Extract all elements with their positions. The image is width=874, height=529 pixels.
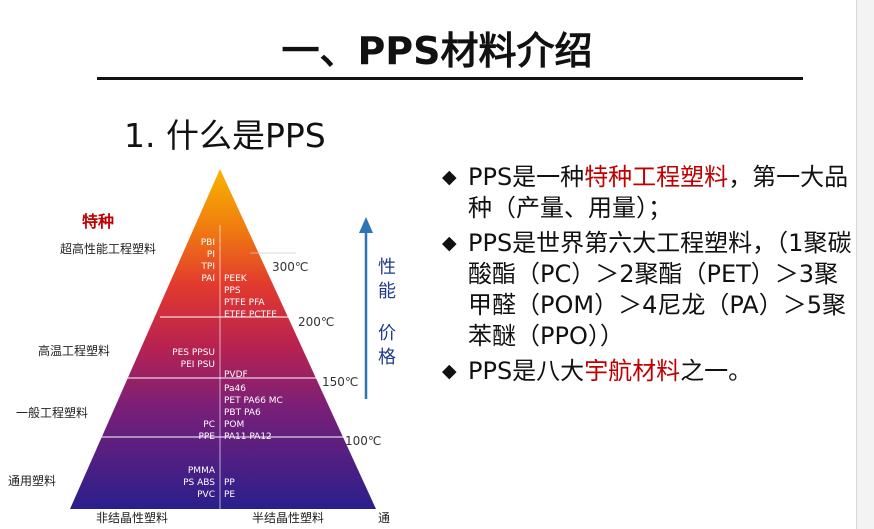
bullet-list: ◆ PPS是一种特种工程塑料，第一大品种（产量、用量）； ◆ PPS是世界第六大… bbox=[442, 162, 862, 391]
material-label: PPE bbox=[198, 432, 215, 442]
plastics-pyramid-diagram: 300℃ 200℃ 150℃ 100℃ 特种 超高性能工程塑料 高温工程塑料 一… bbox=[8, 169, 396, 525]
highlight-text: 特种工程塑料 bbox=[584, 163, 729, 191]
arrow-label: 性 bbox=[378, 257, 396, 278]
material-label: PVC bbox=[197, 490, 215, 500]
material-label: PS ABS bbox=[183, 478, 215, 488]
category-label: 超高性能工程塑料 bbox=[60, 241, 156, 256]
temp-label: 150℃ bbox=[322, 375, 358, 389]
material-label: PEI PSU bbox=[181, 360, 215, 370]
category-label: 高温工程塑料 bbox=[38, 343, 110, 358]
bullet-text: PPS是世界第六大工程塑料，（1聚碳酸酯（PC）＞2聚酯（PET）＞3聚甲醛（P… bbox=[468, 229, 852, 350]
material-label: PET PA66 MC bbox=[224, 396, 283, 406]
material-label: PI bbox=[207, 250, 215, 260]
temp-label: 100℃ bbox=[345, 434, 381, 448]
material-label: PP bbox=[224, 478, 235, 488]
bottom-left-label: 非结晶性塑料 bbox=[96, 510, 168, 525]
slide-subtitle: 1. 什么是PPS bbox=[124, 116, 326, 155]
material-label: PVDF bbox=[224, 370, 248, 380]
material-label: PBT PA6 bbox=[224, 408, 261, 418]
material-label: PMMA bbox=[188, 466, 216, 476]
material-label: PPS bbox=[224, 286, 241, 296]
bullet-text: PPS是八大宇航材料之一。 bbox=[468, 357, 753, 385]
highlight-text: 宇航材料 bbox=[584, 357, 681, 385]
material-label: PEEK bbox=[224, 274, 248, 284]
arrow-head-icon bbox=[359, 217, 373, 233]
top-category-label: 特种 bbox=[82, 212, 114, 231]
diamond-bullet-icon: ◆ bbox=[442, 166, 457, 188]
diamond-bullet-icon: ◆ bbox=[442, 232, 457, 254]
arrow-label: 格 bbox=[378, 347, 396, 368]
bottom-cut-label: 通 bbox=[378, 511, 390, 525]
category-label: 通用塑料 bbox=[8, 473, 56, 488]
pyramid-shape bbox=[70, 169, 376, 509]
category-label: 一般工程塑料 bbox=[16, 405, 88, 420]
material-label: Pa46 bbox=[224, 384, 246, 394]
bullet-item: ◆ PPS是世界第六大工程塑料，（1聚碳酸酯（PC）＞2聚酯（PET）＞3聚甲醛… bbox=[442, 228, 862, 352]
material-label: PES PPSU bbox=[172, 348, 215, 358]
scrollbar-strip bbox=[856, 0, 874, 529]
material-label: PTFE PFA bbox=[224, 298, 265, 308]
arrow-label: 能 bbox=[378, 281, 396, 302]
diamond-bullet-icon: ◆ bbox=[442, 360, 457, 382]
slide-title: 一、PPS材料介绍 bbox=[281, 29, 593, 73]
material-label: POM bbox=[224, 420, 244, 430]
material-label: PAI bbox=[201, 274, 215, 284]
bullet-item: ◆ PPS是一种特种工程塑料，第一大品种（产量、用量）； bbox=[442, 162, 862, 224]
temp-label: 300℃ bbox=[272, 260, 308, 274]
material-label: ETFE PCTFE bbox=[224, 310, 277, 320]
title-underline bbox=[97, 77, 803, 80]
material-label: PBI bbox=[201, 238, 215, 248]
bottom-right-label: 半结晶性塑料 bbox=[252, 510, 324, 525]
temp-label: 200℃ bbox=[298, 315, 334, 329]
material-label: PA11 PA12 bbox=[224, 432, 272, 442]
bullet-item: ◆ PPS是八大宇航材料之一。 bbox=[442, 356, 862, 387]
bullet-text: PPS是一种特种工程塑料，第一大品种（产量、用量）； bbox=[468, 163, 849, 222]
arrow-label: 价 bbox=[378, 323, 396, 344]
material-label: TPI bbox=[200, 262, 215, 272]
material-label: PC bbox=[203, 420, 215, 430]
material-label: PE bbox=[224, 490, 235, 500]
